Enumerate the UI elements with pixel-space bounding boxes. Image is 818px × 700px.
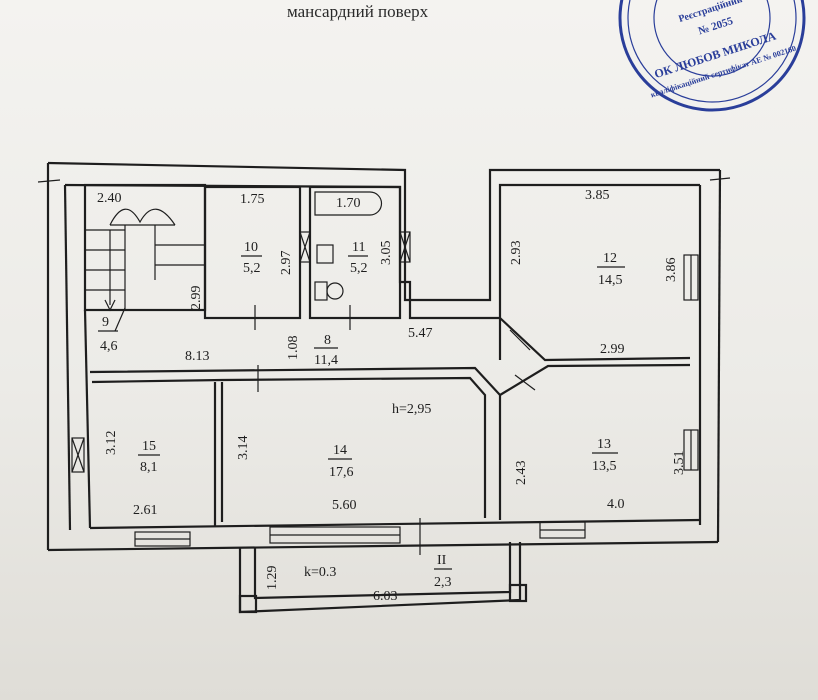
room-area: 11,4 <box>314 353 338 368</box>
room-area: 2,3 <box>434 575 452 590</box>
room-number: 15 <box>142 439 156 454</box>
room-number: 13 <box>597 437 611 452</box>
dimension-label: 2.93 <box>509 241 524 266</box>
bathroom-fixtures <box>314 191 383 301</box>
dimension-label: 3.85 <box>585 188 610 203</box>
room-labels: 2.40 1.75 1.70 10 5,2 2.97 11 5,2 3.05 2… <box>97 188 687 604</box>
room-area: 5,2 <box>350 261 368 276</box>
room-number: 11 <box>352 240 365 255</box>
room-number: 9 <box>102 315 109 330</box>
dimension-label: 1.70 <box>336 196 361 211</box>
dimension-label: 1.08 <box>286 336 301 361</box>
dimension-label: 5.60 <box>332 498 357 513</box>
room-number: 10 <box>244 240 258 255</box>
dimension-label: 2.99 <box>600 342 625 357</box>
dimension-label: 2.97 <box>279 251 294 276</box>
dimension-label: 5.47 <box>408 326 433 341</box>
room-area: 17,6 <box>329 465 354 480</box>
dimension-label: 3.86 <box>664 258 679 283</box>
dimension-label: 3.51 <box>672 451 687 476</box>
room-number: 8 <box>324 333 331 348</box>
room-area: 8,1 <box>140 460 158 475</box>
dimension-label: 2.99 <box>189 286 204 311</box>
official-stamp: Реєстраційний № 2055 ОК ЛЮБОВ МИКОЛА ква… <box>618 0 806 112</box>
room-area: 4,6 <box>100 339 118 354</box>
dimension-label: 3.05 <box>379 241 394 266</box>
ceiling-height: h=2,95 <box>392 402 431 417</box>
dimension-label: 3.14 <box>236 436 251 461</box>
dimension-label: 6.03 <box>373 589 398 604</box>
dimension-label: 1.75 <box>240 192 265 207</box>
dimension-label: 2.43 <box>514 461 529 486</box>
balcony-coefficient: k=0.3 <box>304 565 336 580</box>
outer-walls <box>37 161 731 552</box>
dimension-label: 3.12 <box>104 431 119 456</box>
balcony <box>238 542 528 614</box>
room-number: 12 <box>603 251 617 266</box>
dimension-label: 2.61 <box>133 503 158 518</box>
dimension-label: 4.0 <box>607 497 625 512</box>
dimension-label: 1.29 <box>265 566 280 591</box>
room-number: II <box>437 553 447 568</box>
dimension-label: 2.40 <box>97 191 122 206</box>
stamp-text: № 2055 <box>697 15 735 38</box>
room-number: 14 <box>333 443 347 458</box>
room-area: 5,2 <box>243 261 261 276</box>
plan-title: мансардний поверх <box>287 2 429 21</box>
room-area: 13,5 <box>592 459 617 474</box>
room-area: 14,5 <box>598 273 623 288</box>
dimension-label: 8.13 <box>185 349 210 364</box>
interior-walls <box>71 183 699 614</box>
